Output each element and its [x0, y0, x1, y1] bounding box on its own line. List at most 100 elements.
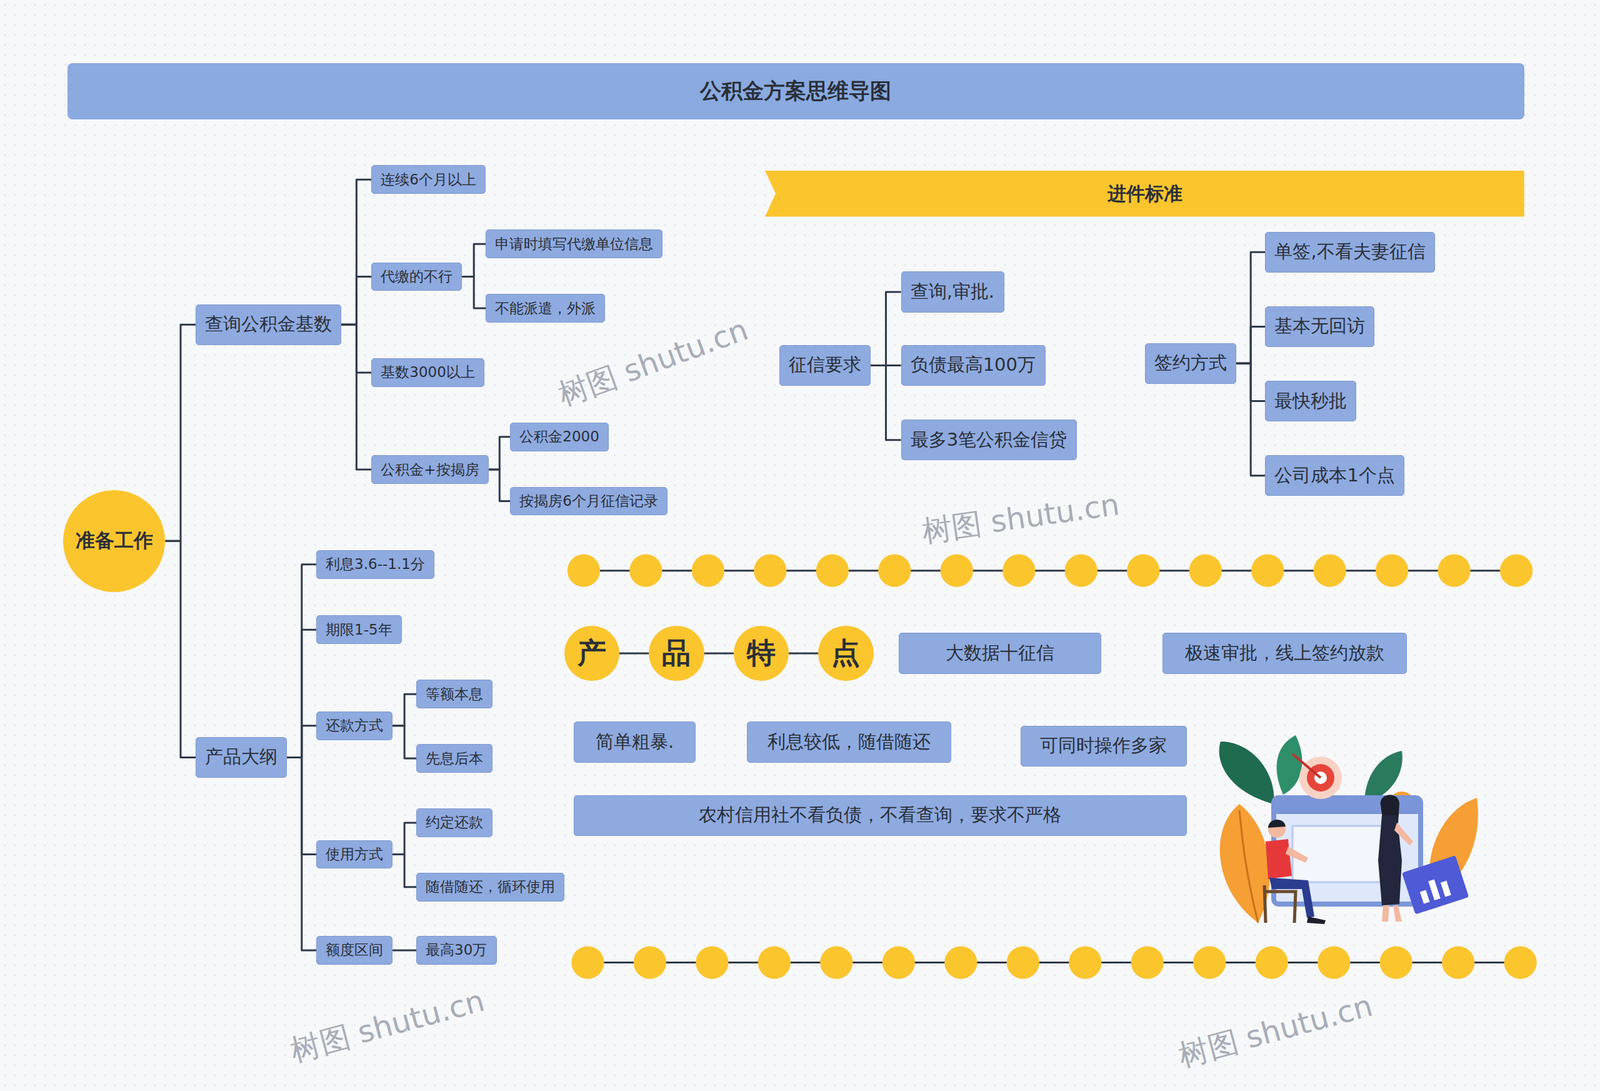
branch-box: 先息后本: [416, 743, 493, 773]
node-text: 签约方式: [1154, 350, 1227, 376]
feature-box: 利息较低，随借随还: [746, 721, 952, 762]
char-circle: 点: [818, 625, 874, 681]
sitting-person: [1264, 819, 1326, 924]
node-text: 极速审批，线上签约放款: [1185, 640, 1385, 666]
connector: [341, 276, 372, 325]
dot-row-dot: [1313, 554, 1347, 587]
node-text: 农村信用社不看负债，不看查询，要求不严格: [698, 802, 1062, 828]
connector: [341, 324, 372, 470]
node-text: 公积金2000: [519, 426, 600, 447]
dot-row-dot: [1065, 554, 1098, 587]
branch-box: 等额本息: [416, 679, 493, 709]
section-banner: 进件标准: [765, 170, 1525, 217]
char-circle: 产: [564, 625, 620, 681]
branch-box: 利息3.6--1.1分: [316, 550, 435, 579]
dot-row-dot: [633, 945, 667, 979]
connector: [1236, 251, 1266, 364]
feature-box: 极速审批，线上签约放款: [1162, 632, 1408, 674]
connector: [488, 436, 510, 470]
node-text: 还款方式: [325, 715, 384, 735]
feature-box: 简单粗暴.: [573, 721, 697, 762]
dot-row-dot: [1251, 554, 1284, 587]
node-text: 特: [746, 633, 776, 673]
dot-row-dot: [567, 554, 600, 587]
dot-row-dot: [940, 554, 974, 587]
dot-row-dot: [1317, 945, 1350, 979]
connector: [392, 725, 417, 759]
dot-row-dot: [1006, 945, 1040, 979]
topic-box: 最快秒批: [1265, 380, 1357, 422]
node-text: 产品大纲: [205, 744, 278, 770]
node-text: 品: [661, 633, 691, 673]
dot-row-dot: [1131, 945, 1164, 979]
node-text: 连续6个月以上: [380, 170, 477, 190]
node-text: 最快秒批: [1274, 388, 1347, 414]
node-text: 负债最高100万: [910, 352, 1036, 378]
topic-box: 产品大纲: [195, 736, 287, 778]
connector: [286, 564, 317, 758]
connector: [870, 365, 901, 440]
node-text: 查询,审批.: [910, 279, 995, 305]
dot-row-dot: [1193, 945, 1226, 979]
node-text: 单签,不看夫妻征信: [1274, 239, 1425, 265]
topic-box: 公司成本1个点: [1265, 455, 1405, 496]
dot-rows: [567, 554, 1537, 979]
branch-box: 按揭房6个月征信记录: [510, 486, 668, 516]
node-text: 基数3000以上: [380, 362, 475, 382]
target-arrow: [1292, 753, 1321, 778]
connector: [286, 629, 317, 757]
connector: [1236, 326, 1266, 364]
leaf: [1220, 803, 1270, 923]
connector: [870, 291, 901, 366]
node-text: 额度区间: [325, 940, 384, 960]
topic-box: 征信要求: [779, 345, 871, 386]
feature-box: 可同时操作多家: [1020, 725, 1187, 767]
dot-row-dot: [753, 554, 787, 587]
connector: [392, 693, 417, 726]
node-text: 最高30万: [425, 940, 487, 960]
connector: [165, 540, 196, 757]
connector: [392, 822, 417, 855]
title-text: 公积金方案思维导图: [700, 76, 892, 106]
connector: [165, 324, 196, 541]
branch-box: 基数3000以上: [371, 358, 485, 387]
dot-row-dot: [1504, 945, 1537, 979]
node-text: 点: [831, 633, 860, 673]
node-text: 随借随还，循环使用: [425, 876, 555, 897]
node-text: 等额本息: [425, 684, 484, 704]
dot-row-dot: [571, 945, 604, 979]
topic-box: 查询公积金基数: [195, 304, 342, 345]
node-text: 利息3.6--1.1分: [325, 554, 425, 574]
dot-row-dot: [758, 945, 791, 979]
dot-row-dot: [1068, 945, 1102, 979]
feature-box: 大数据十征信: [898, 632, 1101, 674]
branch-box: 还款方式: [316, 711, 393, 740]
feature-box: 农村信用社不看负债，不看查询，要求不严格: [573, 795, 1187, 836]
dot-row-dot: [820, 945, 853, 979]
topic-box: 签约方式: [1145, 343, 1237, 384]
connector: [461, 276, 486, 309]
node-text: 可同时操作多家: [1040, 733, 1167, 759]
dot-row-dot: [882, 945, 915, 979]
node-text: 申请时填写代缴单位信息: [495, 234, 654, 254]
connector: [286, 725, 317, 758]
dot-row-dot: [1380, 945, 1413, 979]
dot-row-dot: [1500, 554, 1533, 587]
topic-box: 负债最高100万: [901, 345, 1046, 386]
node-text: 先息后本: [425, 748, 484, 769]
dot-row-dot: [1189, 554, 1222, 587]
node-text: 基本无回访: [1274, 313, 1365, 339]
node-text: 公司成本1个点: [1274, 463, 1395, 489]
node-text: 期限1-5年: [325, 620, 393, 640]
root-circle: 准备工作: [63, 490, 165, 592]
node-text: 公积金+按揭房: [380, 460, 479, 480]
node-text: 准备工作: [75, 527, 154, 554]
node-text: 利息较低，随借随还: [767, 729, 931, 755]
connector: [286, 756, 317, 950]
node-text: 使用方式: [325, 844, 384, 864]
dot-row-dot: [691, 554, 725, 587]
dot-row-dot: [1126, 554, 1160, 587]
